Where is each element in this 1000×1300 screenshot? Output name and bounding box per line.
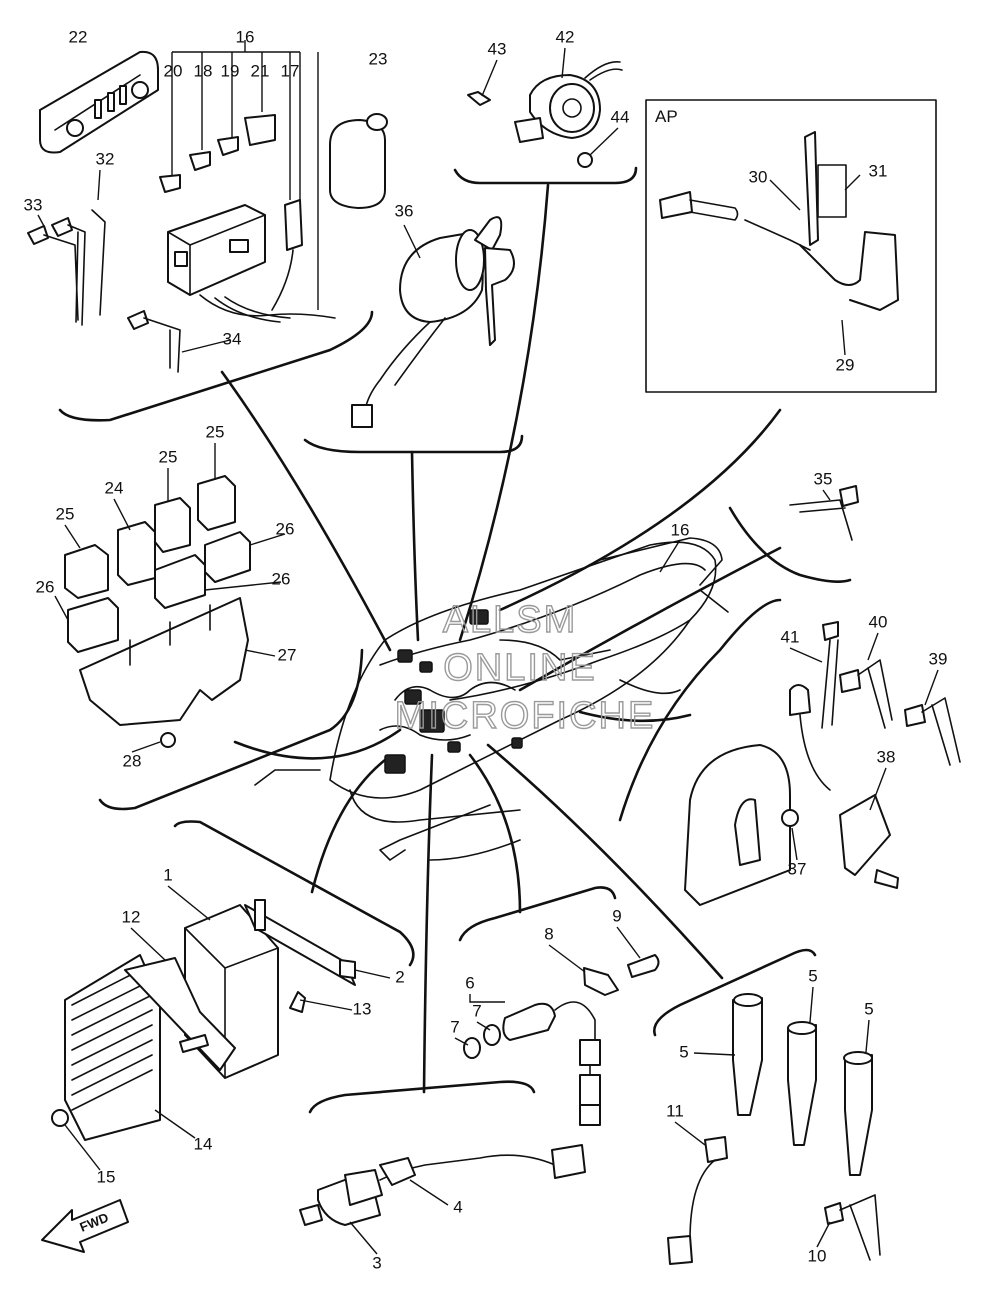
callout-19: 19 bbox=[221, 61, 240, 80]
callout-8: 8 bbox=[544, 924, 553, 943]
callout-11: 11 bbox=[666, 1101, 684, 1120]
callout-33: 33 bbox=[24, 195, 43, 214]
callout-4: 4 bbox=[453, 1197, 462, 1216]
watermark-line-3: MICROFICHE bbox=[395, 695, 656, 737]
callout-17: 17 bbox=[281, 61, 300, 80]
callout-24: 24 bbox=[105, 478, 124, 497]
leader-ap bbox=[498, 408, 782, 612]
bracket-horn bbox=[453, 166, 638, 185]
leader-ignition bbox=[410, 450, 420, 642]
callout-36: 36 bbox=[395, 201, 414, 220]
bracket-relays bbox=[98, 648, 364, 811]
bracket-top-left bbox=[58, 310, 374, 422]
buzzer-assembly bbox=[467, 61, 623, 168]
callout-30: 30 bbox=[749, 167, 768, 186]
main-switch-assembly bbox=[351, 216, 515, 428]
callout-6: 6 bbox=[465, 973, 474, 992]
cable-ties-left bbox=[27, 209, 181, 373]
callout-32: 32 bbox=[96, 149, 115, 168]
leader-tie-top bbox=[518, 546, 782, 692]
callout-5a: 5 bbox=[808, 966, 817, 985]
bracket-ecu bbox=[173, 820, 415, 967]
callout-23: 23 bbox=[369, 49, 388, 68]
callout-7a: 7 bbox=[472, 1001, 481, 1020]
fuse-box-assembly bbox=[159, 40, 336, 323]
callout-22: 22 bbox=[69, 27, 88, 46]
callout-20: 20 bbox=[164, 61, 183, 80]
leader-sensor bbox=[578, 710, 692, 723]
callout-2: 2 bbox=[395, 967, 404, 986]
bracket-ignition bbox=[303, 434, 524, 454]
callout-26a: 26 bbox=[276, 519, 295, 538]
watermark-line-2: ONLINE bbox=[443, 647, 596, 689]
leader-coils bbox=[486, 743, 724, 980]
callout-26b: 26 bbox=[272, 569, 291, 588]
callout-29: 29 bbox=[836, 355, 855, 374]
bracket-sensor bbox=[618, 598, 782, 822]
leader-thermo bbox=[468, 753, 522, 914]
cable-tie-35 bbox=[789, 499, 853, 541]
bracket-pressure bbox=[308, 1080, 536, 1114]
callout-31: 31 bbox=[869, 161, 888, 180]
callout-28: 28 bbox=[123, 751, 142, 770]
fwd-arrow bbox=[41, 1199, 129, 1253]
ecu-regulator-assembly bbox=[51, 899, 356, 1141]
thermo-sensor-assembly bbox=[463, 954, 660, 1126]
leader-top-left bbox=[220, 370, 392, 652]
callout-27: 27 bbox=[278, 645, 297, 664]
callout-44: 44 bbox=[611, 107, 630, 126]
callout-37: 37 bbox=[788, 859, 807, 878]
bracket-coils bbox=[653, 948, 817, 1037]
leader-relays bbox=[233, 728, 402, 760]
callout-18: 18 bbox=[194, 61, 213, 80]
callout-10: 10 bbox=[808, 1246, 827, 1265]
callout-41: 41 bbox=[781, 627, 800, 646]
sensor-bracket-assembly bbox=[684, 621, 961, 906]
fuse-cover bbox=[39, 50, 159, 154]
ap-option-box bbox=[645, 99, 937, 393]
relay-assembly bbox=[64, 475, 251, 748]
leader-horn bbox=[458, 183, 550, 642]
callout-25c: 25 bbox=[56, 504, 75, 523]
callout-38: 38 bbox=[877, 747, 896, 766]
ap-label: AP bbox=[655, 107, 678, 126]
watermark-line-1: ALLSM bbox=[443, 599, 578, 641]
callout-39: 39 bbox=[929, 649, 948, 668]
callout-leaders bbox=[37, 47, 939, 1255]
callout-16b: 16 bbox=[671, 520, 690, 539]
callout-15: 15 bbox=[97, 1167, 116, 1186]
watercraft-hull bbox=[254, 537, 729, 861]
callout-40: 40 bbox=[869, 612, 888, 631]
bracket-tie-top bbox=[728, 506, 852, 583]
callout-35: 35 bbox=[814, 469, 833, 488]
callout-3: 3 bbox=[372, 1253, 381, 1272]
callout-12: 12 bbox=[122, 907, 141, 926]
callout-1: 1 bbox=[163, 865, 172, 884]
condenser-part bbox=[329, 113, 388, 209]
callout-9: 9 bbox=[612, 906, 621, 925]
ignition-coils bbox=[667, 993, 881, 1265]
callout-14: 14 bbox=[194, 1134, 213, 1153]
pressure-sensor-assembly bbox=[299, 1144, 586, 1226]
callout-5c: 5 bbox=[679, 1042, 688, 1061]
callout-13: 13 bbox=[353, 999, 372, 1018]
leader-ecu bbox=[310, 758, 387, 894]
callout-21: 21 bbox=[251, 61, 270, 80]
callout-25a: 25 bbox=[206, 422, 225, 441]
callout-7b: 7 bbox=[450, 1017, 459, 1036]
callout-34: 34 bbox=[223, 329, 242, 348]
callout-25b: 25 bbox=[159, 447, 178, 466]
callout-42: 42 bbox=[556, 27, 575, 46]
callout-26c: 26 bbox=[36, 577, 55, 596]
callout-5b: 5 bbox=[864, 999, 873, 1018]
callout-16: 16 bbox=[236, 27, 255, 46]
bracket-thermo bbox=[458, 886, 617, 942]
leader-pressure bbox=[422, 753, 434, 1094]
callout-43: 43 bbox=[488, 39, 507, 58]
